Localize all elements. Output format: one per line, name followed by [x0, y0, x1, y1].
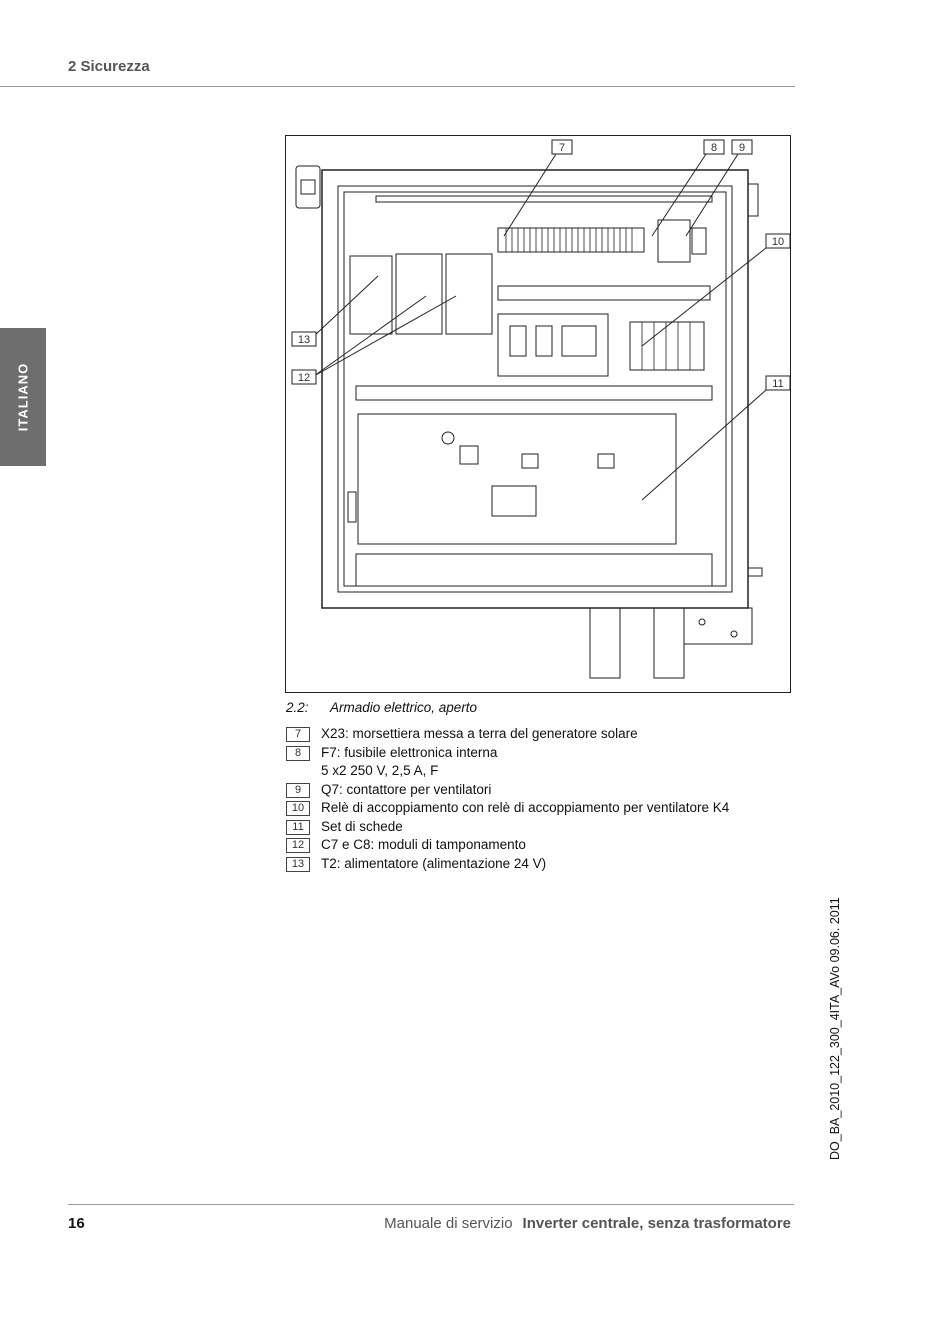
header-divider	[0, 86, 795, 87]
language-tab-label: ITALIANO	[15, 362, 31, 432]
cabinet-drawing: 7 8 9 10 11 12 13	[291, 139, 790, 679]
legend-item: 10 Relè di accoppiamento con relè di acc…	[286, 799, 806, 818]
legend-text: Set di schede	[321, 818, 403, 834]
legend-text: Relè di accoppiamento con relè di accopp…	[321, 800, 730, 815]
legend-number: 12	[286, 838, 310, 853]
legend-number: 11	[286, 819, 310, 835]
callout-10: 10	[772, 236, 784, 248]
figure-caption: 2.2: Armadio elettrico, aperto	[286, 700, 477, 715]
legend-item: 9 Q7: contattore per ventilatori	[286, 781, 806, 800]
legend-text: C7 e C8: moduli di tamponamento	[321, 837, 526, 852]
document-code: DO_BA_2010_122_300_4ITA_AVo 09.06. 2011	[828, 897, 842, 1160]
legend-item: 12 C7 e C8: moduli di tamponamento	[286, 836, 806, 855]
footer-title: Manuale di servizio Inverter centrale, se…	[384, 1215, 791, 1232]
language-tab: ITALIANO	[0, 328, 46, 466]
legend-item: 7 X23: morsettiera messa a terra del gen…	[286, 725, 806, 744]
legend-text: X23: morsettiera messa a terra del gener…	[321, 726, 638, 741]
legend-number: 7	[286, 727, 310, 742]
caption-text: Armadio elettrico, aperto	[330, 700, 478, 715]
legend-number: 8	[286, 745, 310, 761]
footer-divider	[68, 1204, 794, 1205]
product-title: Inverter centrale, senza trasformatore	[522, 1215, 791, 1232]
legend-text: T2: alimentatore (alimentazione 24 V)	[321, 855, 547, 871]
section-title: 2 Sicurezza	[68, 58, 150, 75]
legend-item: 13 T2: alimentatore (alimentazione 24 V)	[286, 855, 806, 874]
legend-text: Q7: contattore per ventilatori	[321, 781, 492, 797]
legend-item: 11 Set di schede	[286, 818, 806, 837]
callout-8: 8	[711, 142, 717, 154]
manual-label: Manuale di servizio	[384, 1215, 513, 1232]
callout-11: 11	[772, 378, 783, 390]
legend-number: 9	[286, 782, 310, 798]
callout-12: 12	[298, 372, 310, 384]
page-number: 16	[68, 1215, 85, 1232]
callout-7: 7	[559, 142, 565, 154]
caption-number: 2.2:	[286, 700, 309, 715]
legend-list: 7 X23: morsettiera messa a terra del gen…	[286, 725, 806, 873]
legend-number: 10	[286, 801, 310, 816]
legend-item: 8 F7: fusibile elettronica interna 5 x2 …	[286, 744, 806, 781]
legend-text: F7: fusibile elettronica interna 5 x2 25…	[321, 744, 498, 779]
callout-13: 13	[298, 334, 310, 346]
legend-number: 13	[286, 856, 310, 872]
callout-9: 9	[739, 142, 745, 154]
cabinet-figure: 7 8 9 10 11 12 13	[285, 135, 791, 693]
